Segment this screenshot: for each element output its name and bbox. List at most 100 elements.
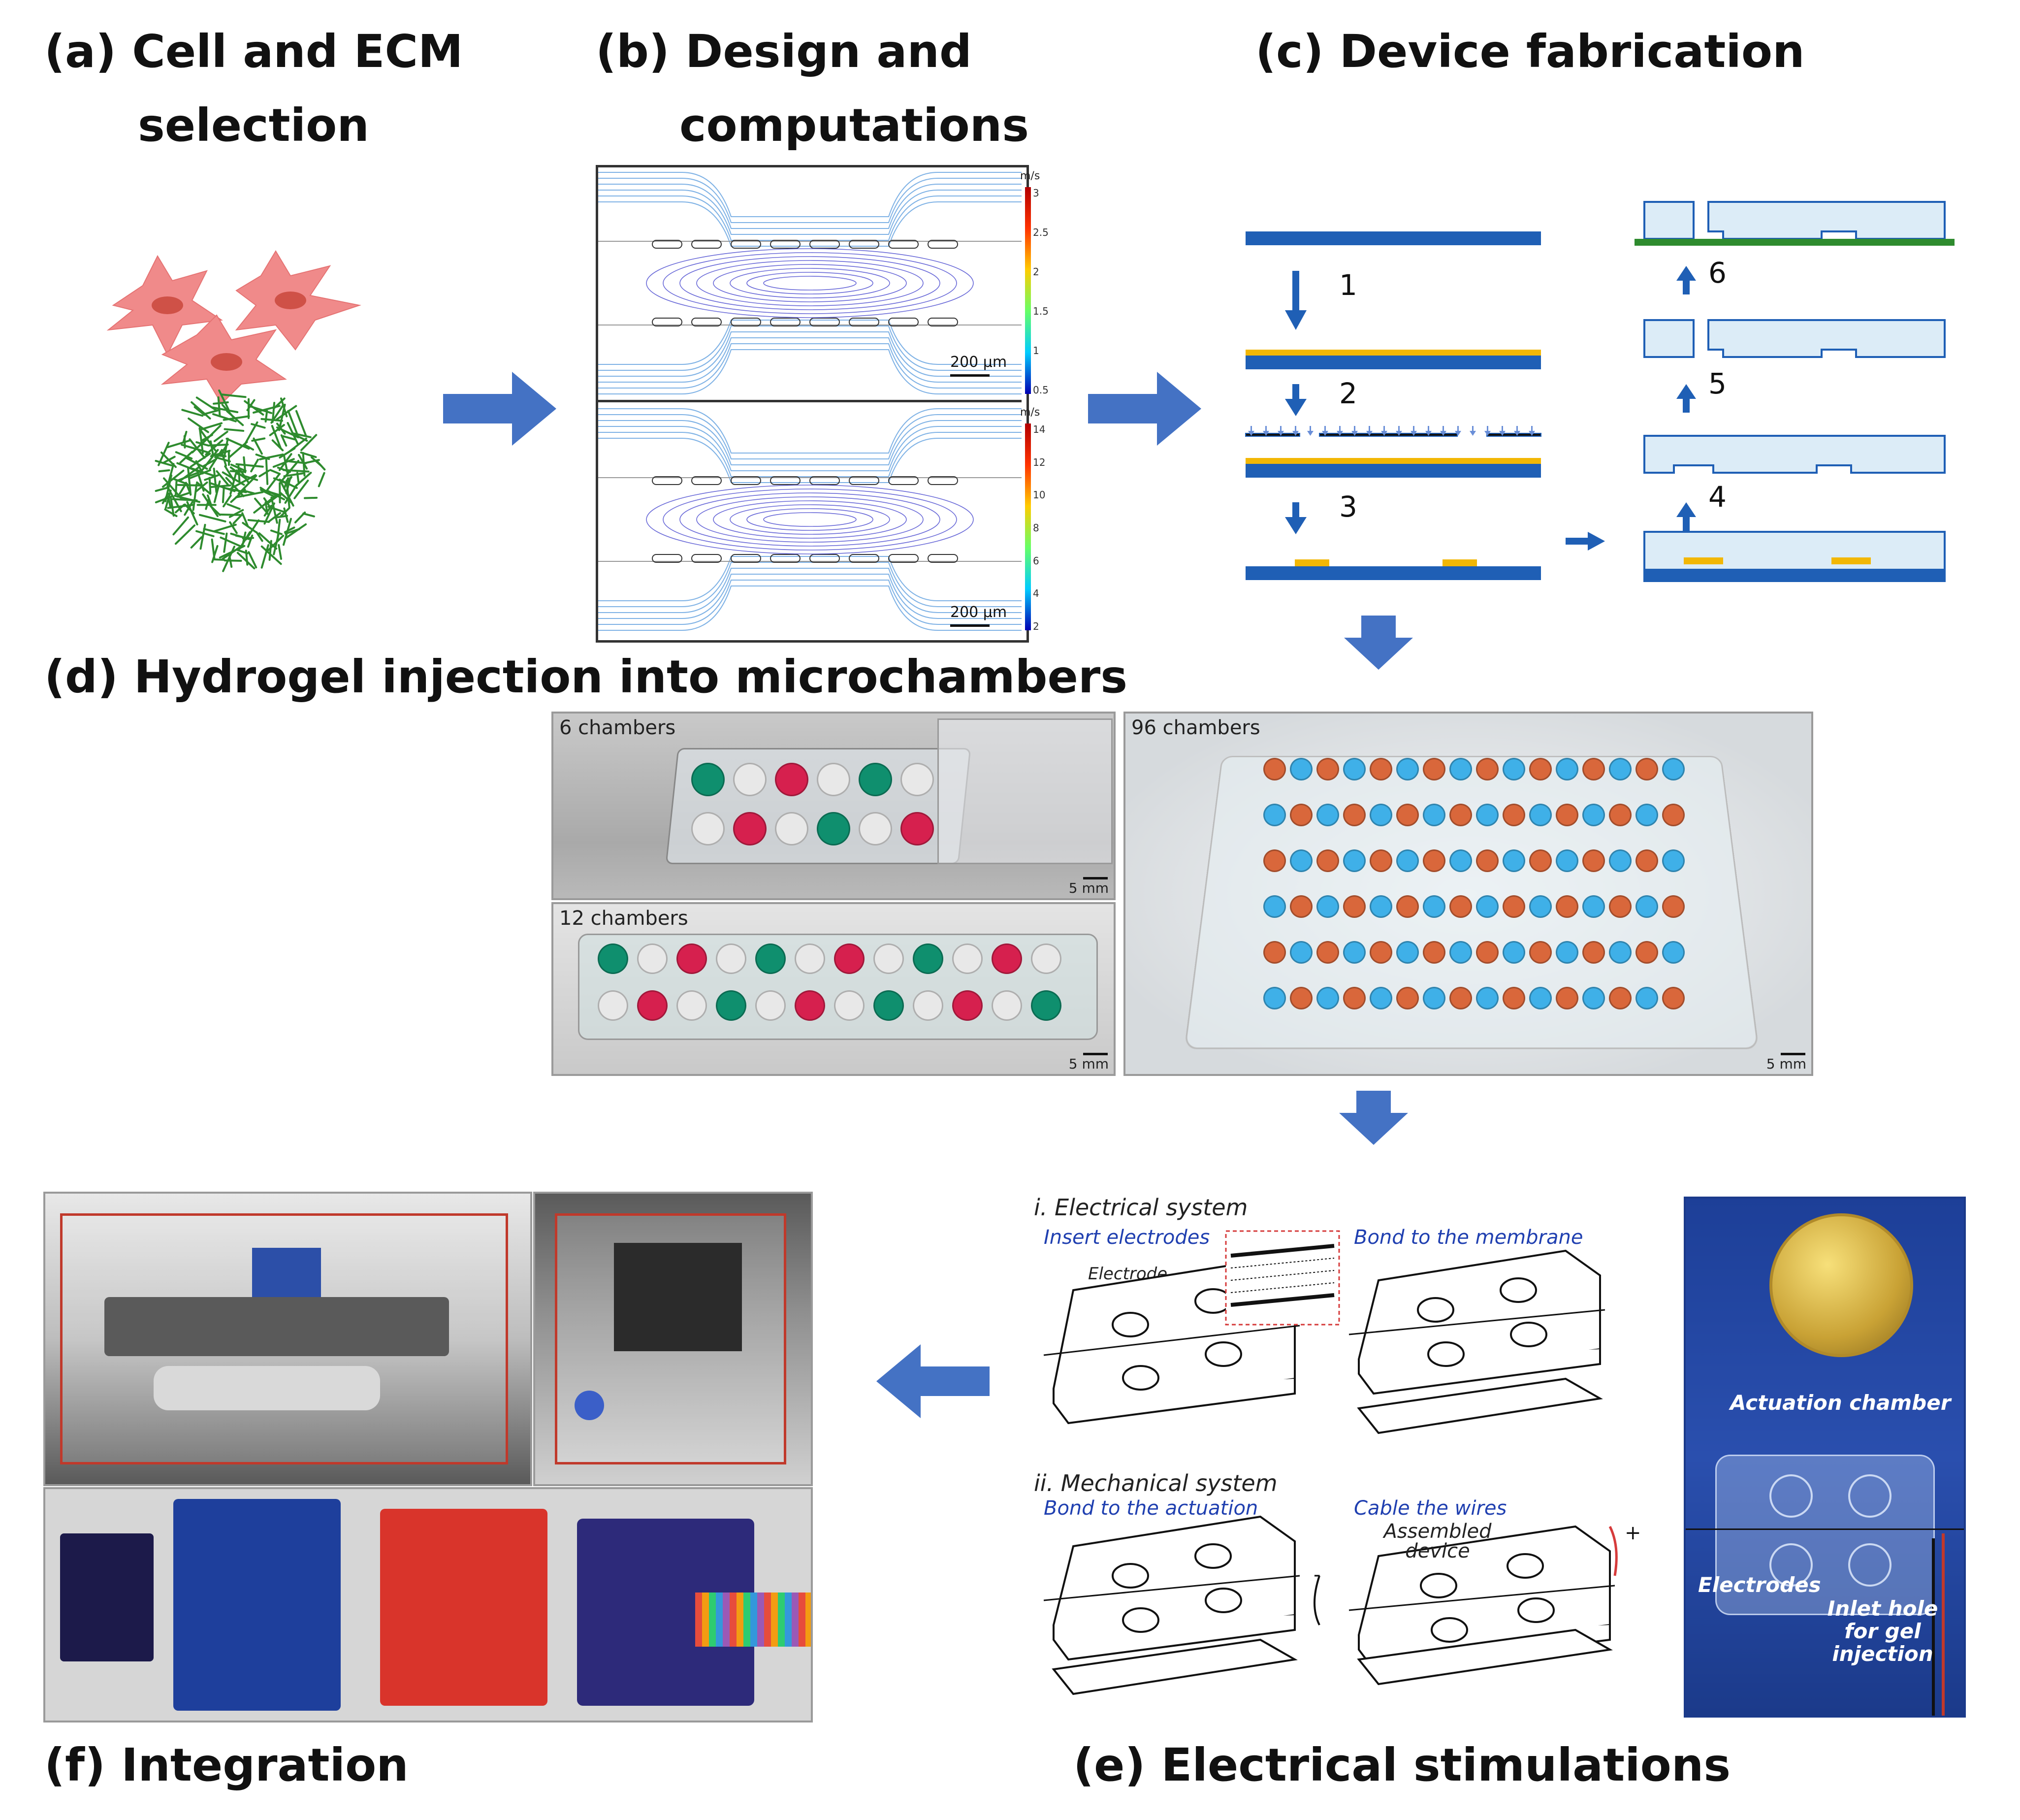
arrow-e-to-f xyxy=(876,1344,990,1418)
panel-c-title: (c) Device fabrication xyxy=(1255,25,1805,78)
photo-6-label: 6 chambers xyxy=(559,716,676,739)
arrow-a-to-b xyxy=(443,372,556,446)
well xyxy=(1609,804,1632,826)
wells-6 xyxy=(691,763,947,851)
well xyxy=(1556,804,1578,826)
photo-96-scale-label: 5 mm xyxy=(1766,1056,1806,1072)
cells-illustration xyxy=(106,250,361,405)
step-2-label: 2 xyxy=(1339,377,1357,410)
well xyxy=(1343,804,1366,826)
well xyxy=(1396,849,1419,872)
well xyxy=(1290,987,1313,1009)
well xyxy=(1609,895,1632,918)
panel-b-title: (b) Design and xyxy=(596,25,972,78)
well xyxy=(676,990,707,1021)
well xyxy=(1662,941,1685,964)
well xyxy=(637,990,668,1021)
well xyxy=(1316,895,1339,918)
colorbar-tick: 1 xyxy=(1033,345,1039,357)
blue-part xyxy=(575,1391,604,1420)
well xyxy=(1290,895,1313,918)
well xyxy=(691,763,725,796)
well xyxy=(676,943,707,974)
panel-d-title: (d) Hydrogel injection into microchamber… xyxy=(44,650,1128,703)
well xyxy=(1476,987,1499,1009)
photo-6-scalebar xyxy=(1083,877,1108,879)
well xyxy=(1529,758,1552,780)
well xyxy=(1449,849,1472,872)
well xyxy=(873,990,904,1021)
well xyxy=(1343,895,1366,918)
euro-coin xyxy=(1769,1213,1913,1357)
board-2 xyxy=(173,1499,341,1711)
well xyxy=(1423,941,1445,964)
cable-wires-label: Cable the wires xyxy=(1354,1497,1507,1520)
well xyxy=(1529,987,1552,1009)
assembled-device-label: Assembled device xyxy=(1383,1520,1492,1562)
well xyxy=(1449,895,1472,918)
colorbar-top-unit: m/s xyxy=(1020,170,1040,182)
well xyxy=(1582,804,1605,826)
well xyxy=(1423,758,1445,780)
well xyxy=(1263,895,1286,918)
well xyxy=(1263,987,1286,1009)
plus-terminal: + xyxy=(1625,1522,1641,1544)
photo-96-scalebar xyxy=(1781,1053,1805,1055)
actuation-chamber-label: Actuation chamber xyxy=(1730,1391,1951,1415)
wells-96 xyxy=(1263,758,1687,1034)
well xyxy=(1343,849,1366,872)
well xyxy=(1662,987,1685,1009)
well xyxy=(952,990,983,1021)
well xyxy=(859,812,892,845)
well xyxy=(755,943,786,974)
well xyxy=(1370,987,1392,1009)
board-3 xyxy=(380,1509,547,1706)
well xyxy=(1316,849,1339,872)
well xyxy=(1662,804,1685,826)
well xyxy=(1635,987,1658,1009)
step-4-label: 4 xyxy=(1708,480,1727,514)
well xyxy=(1290,941,1313,964)
well xyxy=(1609,941,1632,964)
colorbar-top xyxy=(1025,187,1031,394)
well xyxy=(1343,758,1366,780)
well xyxy=(1449,804,1472,826)
well xyxy=(1556,758,1578,780)
well xyxy=(1423,987,1445,1009)
well xyxy=(873,943,904,974)
well xyxy=(598,990,628,1021)
photo-integration-box xyxy=(43,1192,532,1486)
inlet-hole-label: Inlet hole for gel injection xyxy=(1827,1596,1938,1666)
well xyxy=(1529,849,1552,872)
red-wire xyxy=(1942,1533,1945,1716)
device-hole-4 xyxy=(1848,1543,1892,1587)
well xyxy=(1476,804,1499,826)
ecm-fiber-sphere xyxy=(155,389,326,572)
well xyxy=(1263,758,1286,780)
well xyxy=(1370,941,1392,964)
well xyxy=(1476,941,1499,964)
arrow-b-to-c xyxy=(1088,372,1201,446)
well xyxy=(817,812,850,845)
photo-96-label: 96 chambers xyxy=(1131,716,1260,739)
well xyxy=(1582,849,1605,872)
control-board xyxy=(252,1248,321,1297)
step-1-label: 1 xyxy=(1339,268,1357,302)
well xyxy=(1529,895,1552,918)
colorbar-tick: 6 xyxy=(1033,554,1039,567)
device-hole-2 xyxy=(1848,1474,1892,1518)
colorbar-tick: 14 xyxy=(1033,423,1046,435)
panel-a-title: (a) Cell and ECM xyxy=(44,25,463,78)
colorbar-tick: 2 xyxy=(1033,620,1039,632)
colorbar-tick: 12 xyxy=(1033,456,1046,468)
device-hole-1 xyxy=(1769,1474,1813,1518)
bond-actuation-label: Bond to the actuation xyxy=(1044,1497,1258,1520)
board-1 xyxy=(60,1533,154,1661)
well xyxy=(1343,941,1366,964)
simulation-flow-bottom xyxy=(598,408,1022,631)
well xyxy=(755,990,786,1021)
panel-e-title: (e) Electrical stimulations xyxy=(1073,1739,1731,1791)
well xyxy=(1423,849,1445,872)
colorbar-tick: 4 xyxy=(1033,587,1039,600)
